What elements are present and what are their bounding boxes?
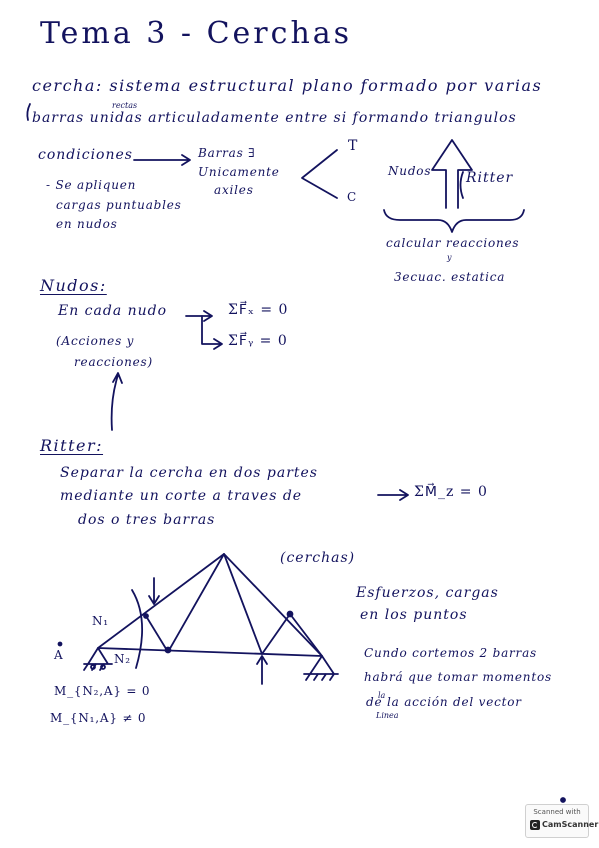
conditions-heading: condiciones: [38, 147, 133, 163]
definition-note-rectas: rectas: [112, 101, 138, 110]
big-up-arrow: [431, 139, 473, 209]
support-right: [303, 655, 339, 681]
method-ritter: Ritter: [466, 170, 514, 186]
scanner-watermark: Scanned with CamScanner: [525, 804, 598, 838]
methods-y: y: [447, 253, 452, 262]
conditions-sub-3: en nudos: [56, 217, 118, 231]
moment-eq-1: M_{N₂,A} = 0: [54, 684, 151, 698]
nudos-paren-1: (Acciones y: [56, 334, 135, 348]
branch-lines: [301, 149, 338, 199]
nudos-arrow-y: [201, 315, 223, 350]
notes-small-linea: Linea: [376, 711, 399, 720]
method-nudos: Nudos: [388, 164, 432, 178]
moment-eq-2: M_{N₁,A} ≠ 0: [50, 711, 147, 725]
ritter-arrow: [377, 489, 409, 501]
watermark-line-2: CamScanner: [542, 820, 599, 829]
conditions-sub-2: cargas puntuables: [56, 198, 182, 212]
truss-chord-bottom: [97, 647, 323, 657]
label-n1: N₁: [92, 614, 109, 628]
cut-line: [131, 589, 143, 669]
support-left: [83, 647, 113, 671]
curly-brace: [383, 209, 525, 233]
notes-line-4: habrá que tomar momentos: [364, 670, 552, 684]
notes-line-1: Esfuerzos, cargas: [356, 585, 499, 601]
conditions-result-2: Unicamente: [198, 165, 280, 179]
joint: [164, 646, 172, 654]
camscanner-logo-icon: [530, 820, 540, 830]
truss: [97, 553, 323, 669]
joint: [286, 610, 294, 618]
load-arrow-down: [148, 577, 160, 605]
conditions-sub-1: - Se apliquen: [46, 178, 137, 192]
ritter-line-2: mediante un corte a traves de: [60, 488, 303, 504]
definition-bracket: [26, 103, 31, 121]
label-a: A: [54, 648, 64, 662]
definition-line-2: barras unidas articuladamente entre si f…: [32, 110, 517, 126]
definition-line-1: cercha: sistema estructural plano formad…: [32, 76, 543, 95]
methods-ecuac: 3ecuac. estatica: [394, 270, 506, 284]
notes-line-5: de la acción del vector: [366, 695, 522, 709]
methods-calc: calcular reacciones: [386, 236, 520, 250]
nudos-eq-x: ΣF⃗ₓ = 0: [228, 302, 289, 318]
ritter-bracket: [459, 171, 464, 199]
nudos-eq-y: ΣF⃗ᵧ = 0: [228, 333, 288, 349]
truss-chord-top-left: [97, 553, 225, 649]
notes-small-la: la: [378, 691, 386, 700]
branch-compression-label: C: [347, 190, 357, 204]
conditions-result-1: Barras ∃: [198, 146, 256, 160]
paren-up-arrow: [110, 372, 123, 431]
branch-tension-label: T: [348, 138, 359, 154]
notes-line-2: en los puntos: [360, 607, 468, 623]
label-n2: N₂: [114, 652, 131, 666]
conditions-result-3: axiles: [214, 183, 254, 197]
ritter-eq: ΣM⃗_z = 0: [414, 484, 488, 500]
figure-label: (cerchas): [280, 550, 356, 566]
notes-line-3: Cundo cortemos 2 barras: [364, 646, 538, 660]
nudos-heading: Nudos:: [40, 276, 107, 295]
nudos-line-1: En cada nudo: [58, 303, 168, 319]
ritter-heading: Ritter:: [40, 436, 104, 455]
truss-chord-top-right: [223, 553, 323, 657]
page-title: Tema 3 - Cerchas: [40, 16, 353, 51]
conditions-arrow: [133, 154, 191, 166]
ritter-line-3: dos o tres barras: [78, 512, 216, 528]
reaction-arrow-up: [256, 655, 268, 685]
watermark-line-1: Scanned with: [533, 808, 581, 816]
nudos-arrow-x: [185, 310, 213, 322]
truss-web: [167, 553, 323, 657]
truss-web-left: [145, 615, 169, 653]
joint: [143, 613, 149, 619]
ritter-line-1: Separar la cercha en dos partes: [60, 465, 318, 481]
nudos-paren-2: reacciones): [74, 355, 153, 369]
